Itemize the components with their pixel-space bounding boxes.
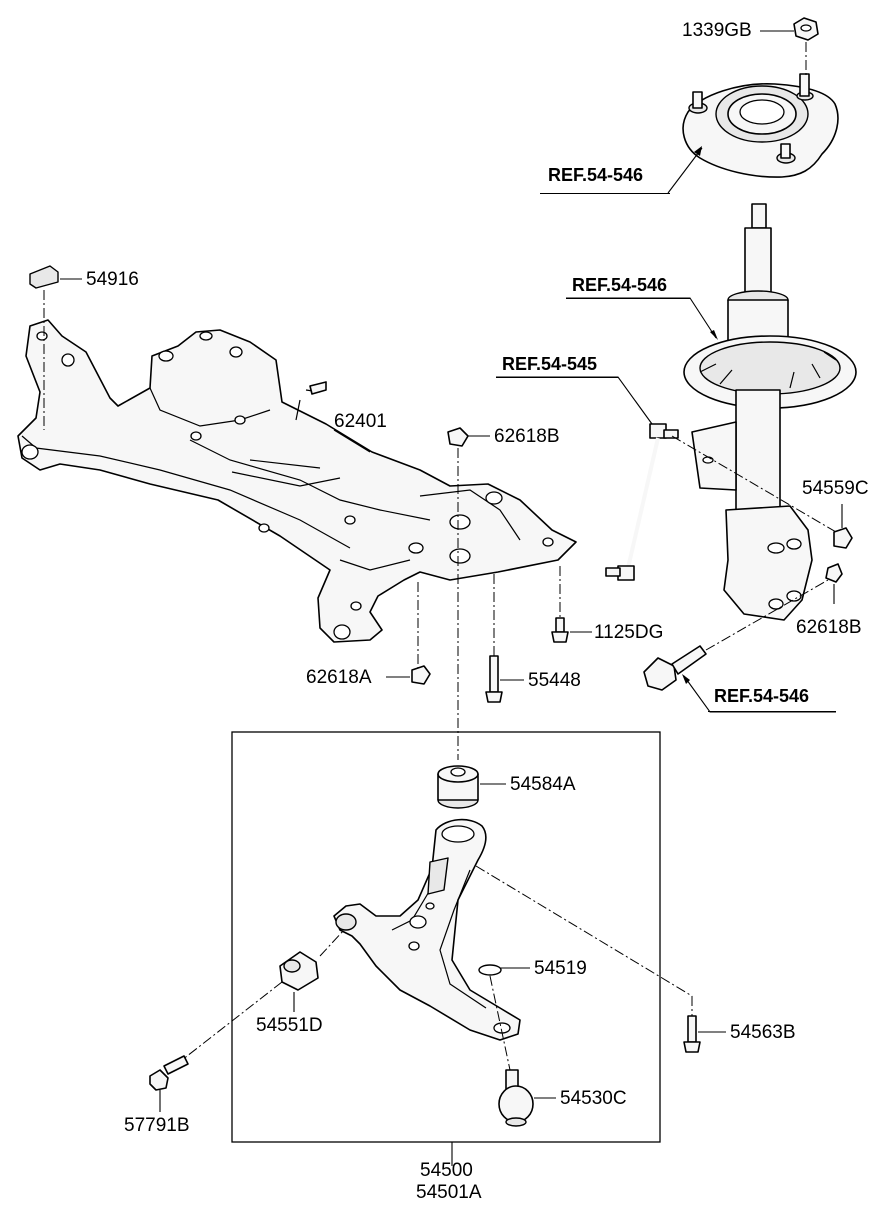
part-label-55448[interactable]: 55448: [528, 670, 581, 691]
ref-underline-strut: [566, 298, 690, 299]
nut-62618A-drawing: [411, 665, 431, 685]
part-label-54584A[interactable]: 54584A: [510, 774, 576, 795]
snap-ring-54519-drawing: [478, 964, 502, 976]
bumper-block-54916-drawing: [29, 265, 59, 289]
bushing-54551D-drawing: [279, 951, 319, 991]
bolt-57791B-drawing: [149, 1055, 189, 1091]
part-label-54563B[interactable]: 54563B: [730, 1022, 796, 1043]
part-label-54519[interactable]: 54519: [534, 958, 587, 979]
nut-54559C-drawing: [833, 527, 853, 549]
part-label-1339GB[interactable]: 1339GB: [682, 20, 752, 41]
part-label-62618A[interactable]: 62618A: [306, 667, 372, 688]
part-label-54500[interactable]: 54500: [420, 1160, 473, 1181]
ball-joint-54530C-drawing: [498, 1069, 534, 1127]
crossmember-drawing: [17, 319, 577, 643]
ref-label-strut[interactable]: REF.54-546: [572, 275, 668, 295]
ref-underline-strut-bolt: [708, 711, 836, 712]
part-label-62618B-top[interactable]: 62618B: [494, 426, 560, 447]
lower-control-arm-drawing: [333, 818, 521, 1041]
bolt-54563B-drawing: [683, 1015, 701, 1053]
part-label-62401[interactable]: 62401: [334, 411, 387, 432]
ref-label-stabilizer-link[interactable]: REF.54-545: [502, 354, 598, 374]
nut-62618B-top-drawing: [447, 427, 469, 447]
strut-bolt-drawing: [643, 645, 707, 691]
strut-mount-drawing: [682, 73, 839, 178]
ref-underline-top-mount: [540, 193, 670, 194]
part-label-62618B-right[interactable]: 62618B: [796, 617, 862, 638]
shock-absorber-drawing: [683, 203, 857, 621]
flange-nut-1339GB-drawing: [793, 17, 819, 41]
bolt-55448-drawing: [485, 655, 503, 703]
lower-arm-assembly-box: [231, 731, 661, 1143]
part-label-54551D[interactable]: 54551D: [256, 1015, 323, 1036]
part-label-57791B[interactable]: 57791B: [124, 1115, 190, 1136]
stabilizer-link-drawing: [605, 423, 679, 581]
ref-label-strut-bolt[interactable]: REF.54-546: [714, 686, 810, 706]
ref-underline-stabilizer-link: [496, 377, 618, 378]
nut-62618B-right-drawing: [825, 563, 843, 583]
part-label-54530C[interactable]: 54530C: [560, 1088, 627, 1109]
bolt-1125DG-drawing: [551, 617, 569, 643]
ref-label-top-mount[interactable]: REF.54-546: [548, 165, 644, 185]
bushing-54584A-drawing: [437, 765, 479, 809]
part-label-1125DG[interactable]: 1125DG: [594, 622, 664, 643]
part-label-54501A[interactable]: 54501A: [416, 1182, 482, 1203]
part-label-54559C[interactable]: 54559C: [802, 478, 869, 499]
part-label-54916[interactable]: 54916: [86, 269, 139, 290]
